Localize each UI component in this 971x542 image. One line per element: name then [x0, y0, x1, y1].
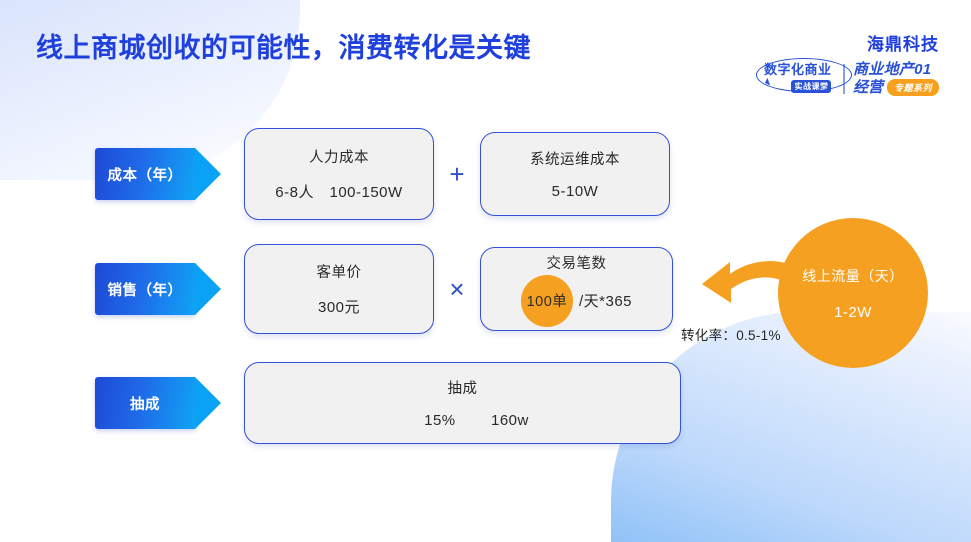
circular-arrow-icon	[755, 58, 852, 92]
conversion-arrow-icon	[702, 261, 789, 303]
box-system-ops-cost-title: 系统运维成本	[530, 152, 620, 168]
label-commission-chevron: 抽成	[95, 377, 221, 429]
brand-logo-block: 海鼎科技 数字化商业 实战课堂 商业地产01 经营 专题系列	[755, 30, 939, 96]
box-transaction-count-title: 交易笔数	[546, 255, 607, 272]
label-sales-chevron: 销售（年）	[95, 263, 221, 315]
label-cost-text: 成本（年）	[107, 167, 183, 184]
transaction-highlight-circle: 100单	[520, 274, 573, 327]
box-unit-price-value: 300元	[317, 299, 361, 316]
brand-logo-row: 数字化商业 实战课堂 商业地产01 经营 专题系列	[755, 58, 939, 96]
box-transaction-count: 交易笔数 100单 /天*365	[480, 247, 673, 331]
topic-badge: 专题系列	[886, 78, 939, 96]
conversion-rate-note: 转化率：0.5-1%	[681, 328, 781, 343]
box-unit-price: 客单价 300元	[244, 244, 434, 334]
topic-line-1: 商业地产01	[852, 60, 932, 78]
commission-percent: 15%	[424, 412, 456, 429]
operator-plus-icon: +	[449, 159, 465, 189]
box-commission-title: 抽成	[447, 381, 478, 397]
box-commission-values: 15% 160w	[396, 412, 529, 429]
box-labor-cost: 人力成本 6-8人 100-150W	[244, 128, 434, 220]
page-title: 线上商城创收的可能性，消费转化是关键	[36, 33, 531, 63]
online-traffic-circle: 线上流量（天） 1-2W	[778, 218, 928, 368]
box-labor-cost-title: 人力成本	[309, 150, 369, 166]
row-sales: 销售（年） 客单价 300元 × 交易笔数 100单 /天*365	[0, 243, 971, 335]
box-transaction-count-value: 100单 /天*365	[520, 274, 633, 327]
label-cost-chevron: 成本（年）	[95, 148, 221, 200]
topic-line-2-row: 经营 专题系列	[852, 78, 939, 96]
row-commission: 抽成 抽成 15% 160w	[0, 362, 971, 444]
brand-name: 海鼎科技	[867, 35, 939, 54]
transaction-multiplier-text: /天*365	[578, 293, 633, 310]
box-commission: 抽成 15% 160w	[244, 362, 681, 444]
label-commission-text: 抽成	[130, 396, 160, 413]
topic-line-2: 经营	[852, 78, 883, 96]
commission-amount: 160w	[491, 412, 529, 429]
topic-title-block: 商业地产01 经营 专题系列	[853, 62, 939, 96]
online-traffic-value: 1-2W	[834, 303, 872, 321]
box-unit-price-title: 客单价	[316, 265, 362, 281]
operator-multiply-icon: ×	[449, 274, 465, 304]
course-series-logo: 数字化商业 实战课堂	[755, 58, 852, 96]
box-system-ops-cost: 系统运维成本 5-10W	[480, 132, 670, 216]
brand-divider	[843, 63, 845, 94]
box-system-ops-cost-value: 5-10W	[551, 183, 599, 200]
box-labor-cost-value: 6-8人 100-150W	[275, 184, 403, 201]
online-traffic-title: 线上流量（天）	[802, 267, 904, 284]
row-cost: 成本（年） 人力成本 6-8人 100-150W + 系统运维成本 5-10W	[0, 128, 971, 220]
label-sales-text: 销售（年）	[107, 282, 183, 299]
